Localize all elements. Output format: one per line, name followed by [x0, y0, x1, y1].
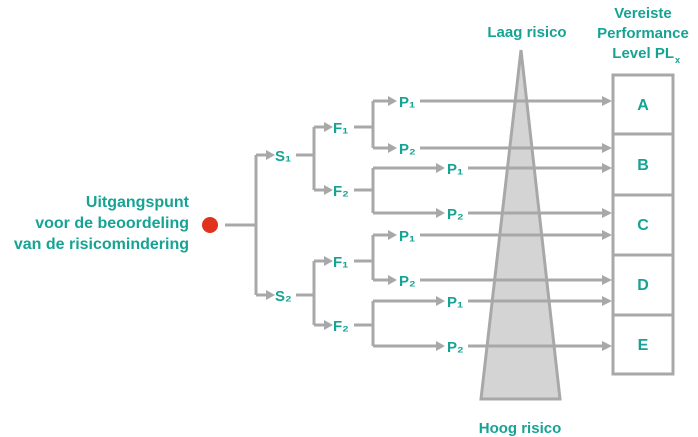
level-label-a: A	[637, 97, 649, 114]
frequency-f1-label-upper: F₁	[333, 120, 348, 137]
risk-high-label: Hoog risico	[479, 420, 562, 437]
possibility-p2-label-2: P₂	[447, 206, 464, 223]
pl-header-line3: Level PL	[612, 45, 674, 62]
possibility-p2-label-1: P₂	[399, 141, 416, 158]
possibility-p2-label-4: P₂	[447, 339, 464, 356]
risk-triangle	[479, 49, 562, 401]
pl-header-subscript: x	[675, 55, 680, 65]
risk-low-label: Laag risico	[487, 24, 566, 41]
s1-connector	[296, 122, 333, 195]
performance-level-boxes	[611, 73, 675, 376]
pl-header-line1: Vereiste	[614, 5, 672, 22]
level-box-b	[611, 132, 675, 197]
level-label-d: D	[637, 277, 649, 294]
severity-s2-label: S₂	[275, 288, 292, 305]
pl-header-line2: Performance	[597, 25, 689, 42]
possibility-p1-label-1: P₁	[399, 94, 415, 111]
possibility-p1-label-3: P₁	[399, 228, 415, 245]
s2-connector	[296, 256, 333, 330]
possibility-p1-label-2: P₁	[447, 161, 463, 178]
f-to-p-connectors	[354, 96, 445, 351]
start-connector	[225, 150, 275, 300]
level-box-e	[611, 313, 675, 376]
level-label-c: C	[637, 217, 649, 234]
frequency-f2-label-lower: F₂	[333, 318, 349, 335]
possibility-p1-label-4: P₁	[447, 294, 463, 311]
severity-s1-label: S₁	[275, 148, 291, 165]
frequency-f1-label-lower: F₁	[333, 254, 348, 271]
level-label-e: E	[638, 337, 649, 354]
start-label-line3: van de risicomindering	[14, 236, 189, 253]
level-box-a	[611, 73, 675, 136]
start-label-line1: Uitgangspunt	[86, 194, 190, 211]
start-label-line2: voor de beoordeling	[35, 215, 189, 232]
level-label-b: B	[637, 157, 649, 174]
possibility-p2-label-3: P₂	[399, 273, 416, 290]
level-box-c	[611, 193, 675, 257]
frequency-f2-label-upper: F₂	[333, 183, 349, 200]
start-dot	[202, 217, 218, 233]
p-to-level-arrows	[420, 96, 612, 351]
